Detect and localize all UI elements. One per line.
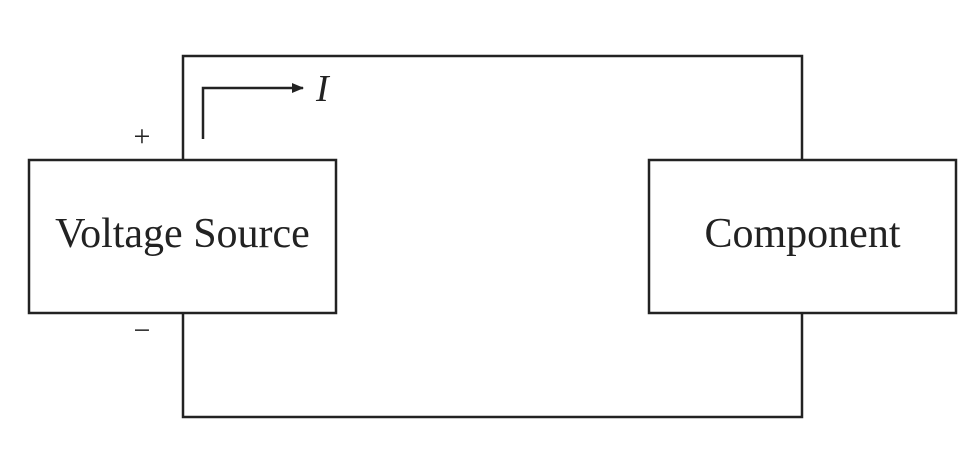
bottom-wire [181,313,804,419]
current-label: I [315,68,331,110]
plus-sign: + [134,120,151,153]
component-label: Component [705,211,901,257]
voltage-source-label: Voltage Source [55,211,310,257]
current-arrow-icon [201,83,304,139]
top-wire [181,54,804,160]
component-box [647,158,958,315]
voltage-source-box [27,158,338,315]
minus-sign: − [134,314,151,347]
